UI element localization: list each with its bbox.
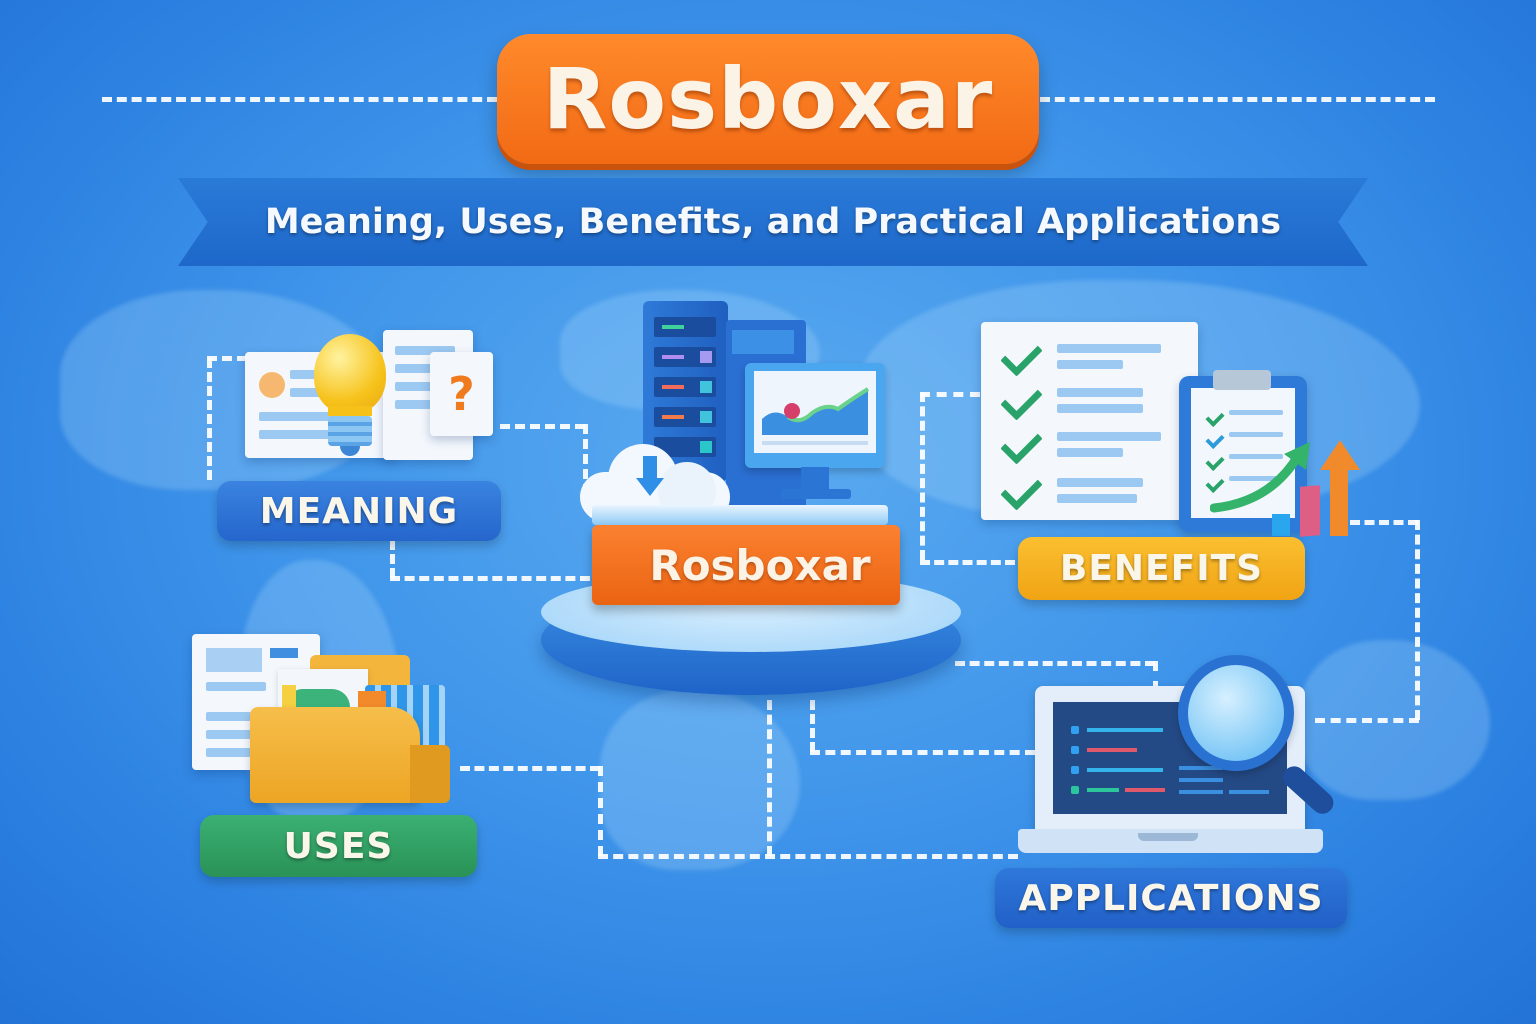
connector-meaning-bottom <box>390 576 590 581</box>
hub-label: Rosboxar <box>649 540 871 590</box>
connector-benefits-left <box>920 392 925 560</box>
applications-label[interactable]: APPLICATIONS <box>995 868 1347 928</box>
connector-benefits-return <box>1315 718 1419 723</box>
connector-uses-bottom <box>598 854 1018 859</box>
benefits-label[interactable]: BENEFITS <box>1018 537 1305 600</box>
connector-meaning-top <box>207 356 247 361</box>
magnifier-icon <box>1178 655 1348 819</box>
checklist-icon <box>981 322 1198 520</box>
bar-chart-icon <box>1272 440 1362 537</box>
connector-uses-down <box>598 766 603 856</box>
monitor-chart-icon <box>745 363 885 499</box>
connector-meaning-right <box>500 424 585 429</box>
document-icon-back <box>383 330 473 460</box>
connector-benefits-down <box>1415 520 1420 720</box>
header-divider-left <box>102 97 497 102</box>
map-africa <box>600 690 800 870</box>
laptop-base <box>1018 829 1323 853</box>
line-chart-graphic <box>762 387 870 445</box>
page-title: Rosboxar <box>542 50 994 148</box>
connector-apps-up <box>810 700 815 752</box>
connector-center-down <box>767 700 772 856</box>
subtitle-ribbon: Meaning, Uses, Benefits, and Practical A… <box>178 178 1368 266</box>
hub-shelf <box>592 505 888 525</box>
connector-meaning-down <box>583 424 588 494</box>
connector-uses-right <box>460 766 600 771</box>
connector-benefits-bottom <box>920 560 1015 565</box>
connector-apps-top <box>955 661 1155 666</box>
connector-apps-mid <box>810 750 1035 755</box>
page-subtitle: Meaning, Uses, Benefits, and Practical A… <box>264 202 1282 242</box>
header-divider-right <box>1040 97 1435 102</box>
hub-label-box[interactable]: Rosboxar <box>592 525 900 605</box>
growth-arrow-icon <box>1210 442 1310 513</box>
connector-meaning-low <box>390 540 395 578</box>
uses-label[interactable]: USES <box>200 815 477 877</box>
question-mark-icon: ? <box>430 352 493 436</box>
title-badge: Rosboxar <box>497 34 1039 164</box>
connector-benefits-top <box>920 392 980 397</box>
connector-apps-top-down <box>1153 661 1158 691</box>
connector-benefits-right <box>1350 520 1418 525</box>
connector-meaning-left <box>207 358 212 480</box>
folder-icon <box>250 655 460 803</box>
lightbulb-icon <box>314 334 386 460</box>
meaning-label[interactable]: MEANING <box>217 481 501 541</box>
